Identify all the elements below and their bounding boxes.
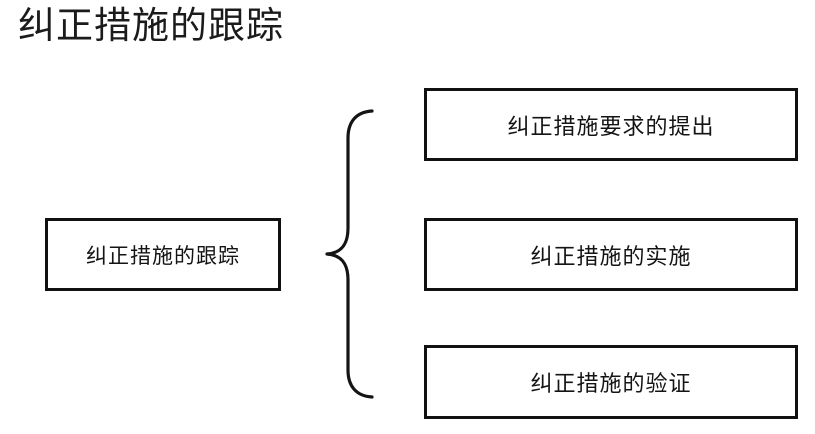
branch-node-box-1: 纠正措施的实施 — [424, 218, 798, 291]
source-node-box: 纠正措施的跟踪 — [45, 218, 281, 291]
branch-node-box-0: 纠正措施要求的提出 — [424, 88, 798, 161]
brace-path — [325, 109, 374, 399]
source-node-label: 纠正措施的跟踪 — [86, 243, 240, 268]
page-title: 纠正措施的跟踪 — [18, 6, 284, 47]
left-curly-brace-svg — [325, 109, 374, 399]
branch-node-label-1: 纠正措施的实施 — [530, 243, 692, 269]
branch-node-label-2: 纠正措施的验证 — [530, 371, 692, 396]
branch-node-label-0: 纠正措施要求的提出 — [507, 113, 715, 139]
branch-node-box-2: 纠正措施的验证 — [424, 345, 798, 419]
left-curly-brace-icon — [318, 108, 382, 400]
